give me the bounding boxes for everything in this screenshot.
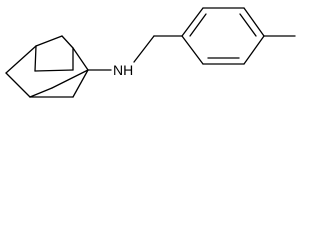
bond-ch2-inner-back (34, 69, 74, 72)
ring-bond-para-meta-bottom (243, 35, 265, 65)
bond-bridgehead-c1-ch2-lower (72, 69, 89, 98)
bond-bridgehead-upper-left-ch2-top (35, 35, 63, 47)
ring-bond-ipso-ortho-top (181, 7, 204, 37)
ring-bond-ortho-ipso-bottom (181, 35, 204, 65)
chemical-structure-diagram: NH (5, 7, 296, 98)
benzene-ring (181, 7, 265, 65)
ring-double-bond-inner-left (189, 13, 207, 37)
bond-bridgehead-upper-right-bridgehead-c1 (72, 47, 89, 71)
bond-nitrogen-to-benzylic-ch2 (133, 35, 155, 63)
amine-nitrogen-label: NH (113, 62, 133, 78)
adamantane-cage (5, 35, 89, 98)
ring-double-bond-inner-right (239, 13, 257, 37)
bond-bridgehead-c1-ch2-front (51, 69, 89, 89)
bond-ch2-left-bridgehead-upper-left (5, 45, 37, 74)
bond-bridgehead-upper-left-ch2-inner (34, 45, 37, 72)
bond-bridgehead-lower-left-ch2-left (5, 72, 31, 98)
bond-ch2-front-bridgehead-lower-left (29, 87, 53, 98)
ring-bond-meta-para-top (243, 7, 265, 37)
bond-ch2-top-bridgehead-upper-right (61, 35, 74, 49)
